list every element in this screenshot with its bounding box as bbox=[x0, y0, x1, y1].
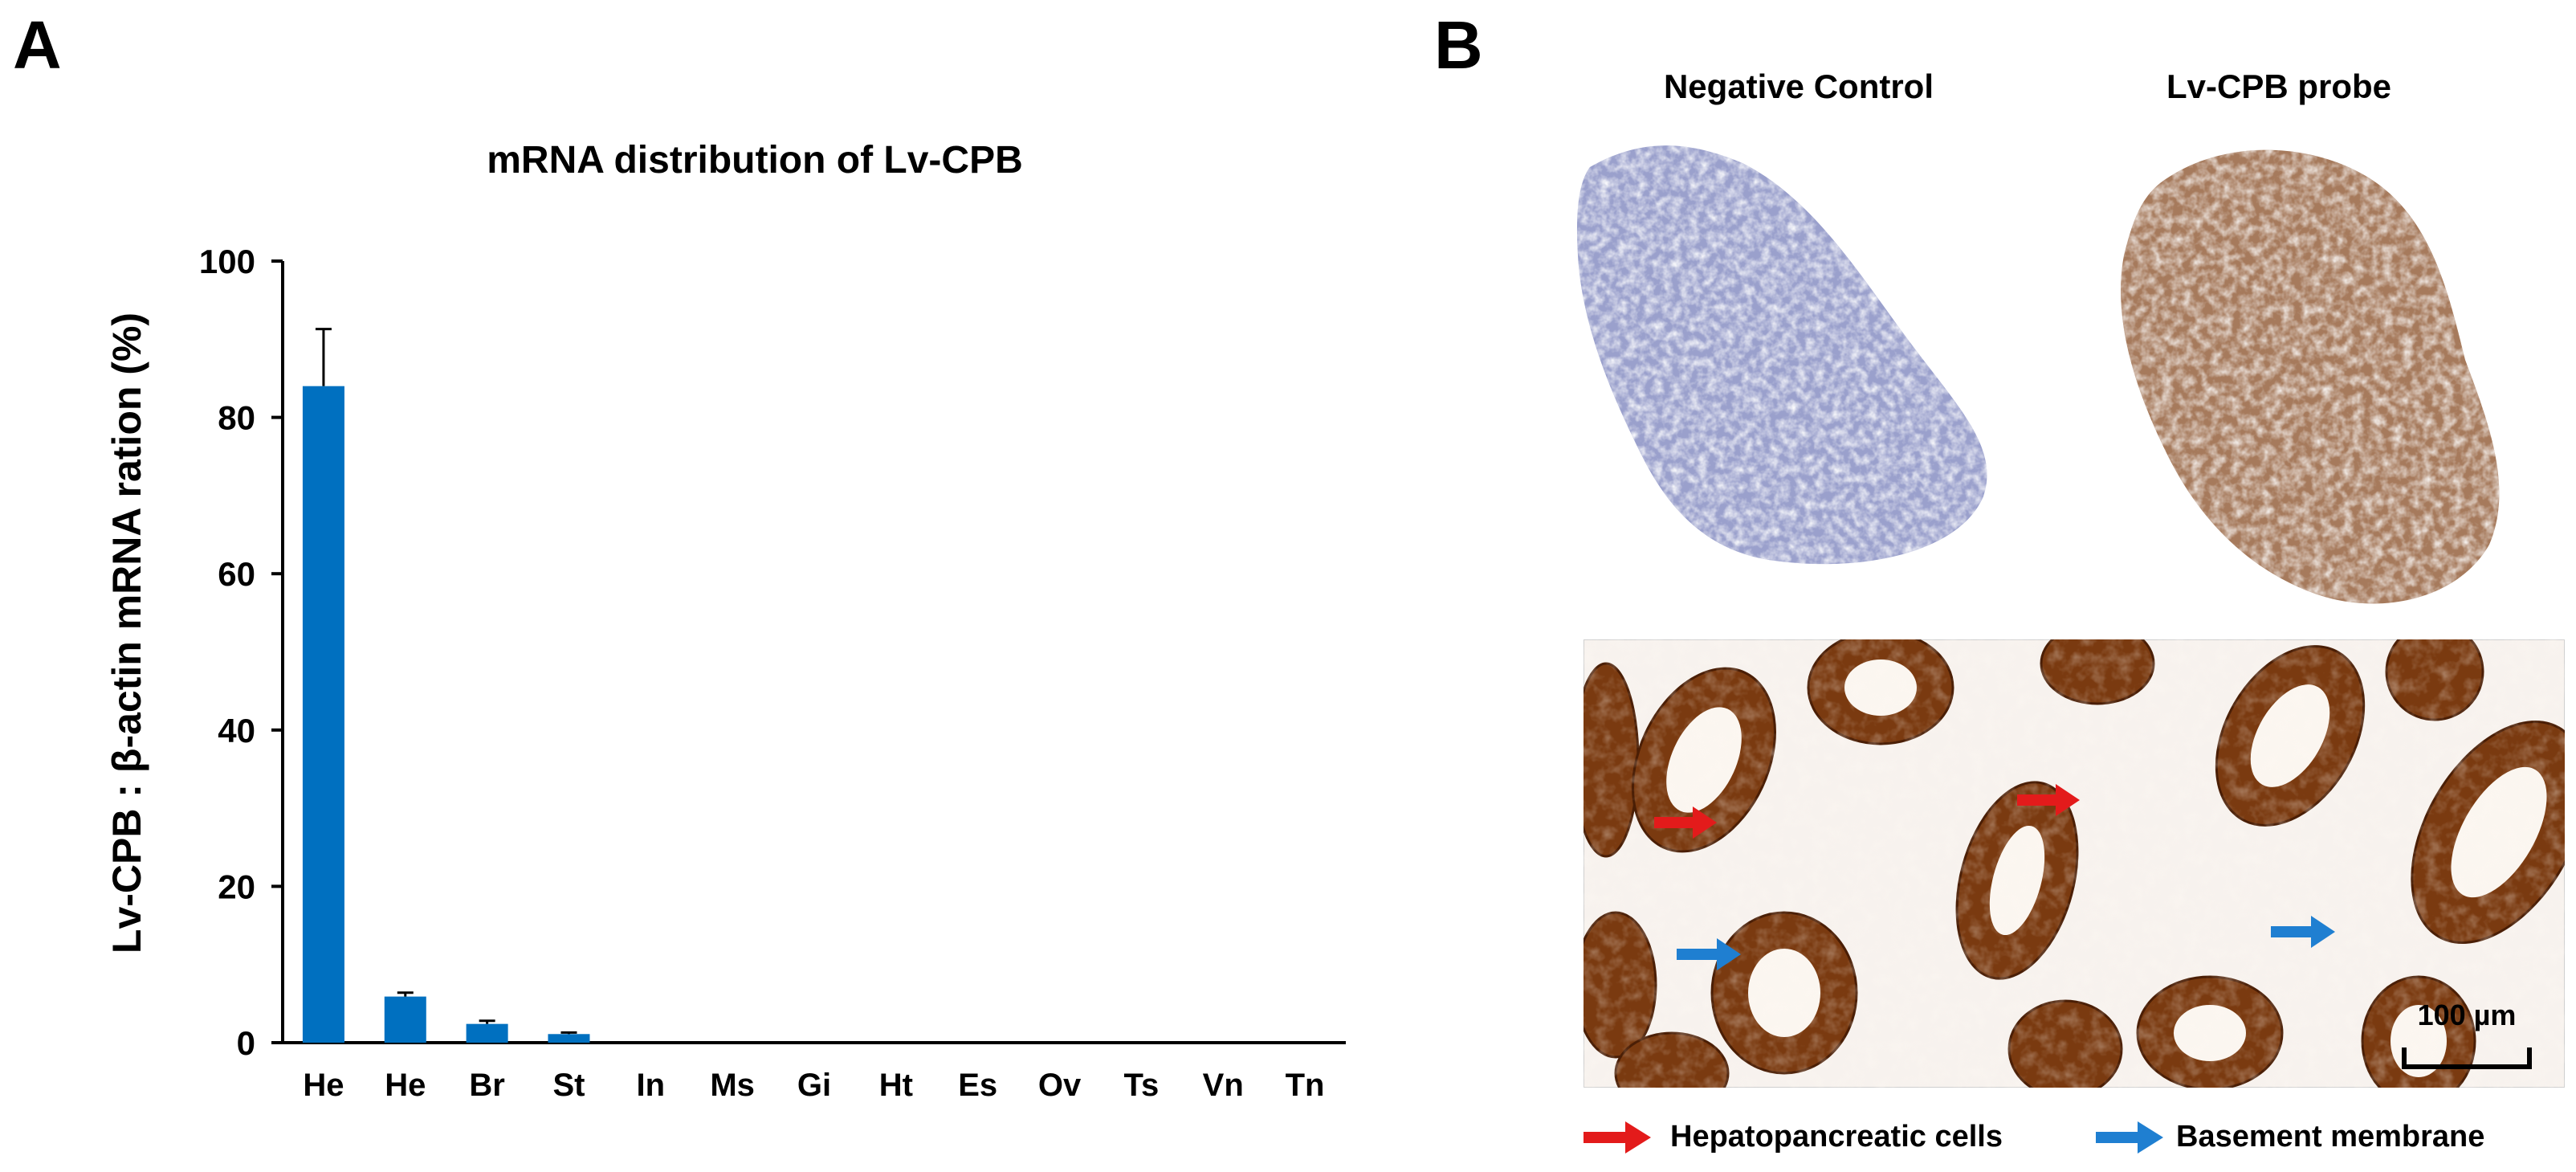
negative-control-tissue bbox=[1576, 145, 1987, 565]
chart-axes bbox=[271, 259, 1346, 1044]
blue-arrow-2 bbox=[2271, 916, 2335, 948]
blue-arrow-1 bbox=[1677, 938, 1741, 970]
x-tick-label: In bbox=[637, 1068, 666, 1103]
blue-legend-label: Basement membrane bbox=[2176, 1120, 2485, 1154]
y-tick-label: 20 bbox=[218, 868, 255, 905]
red-legend-arrow bbox=[1584, 1121, 1651, 1154]
panel-label-a: A bbox=[13, 7, 62, 83]
x-tick-label: Tn bbox=[1286, 1068, 1325, 1103]
x-tick-label: St bbox=[552, 1068, 585, 1103]
scale-bar-label: 100 µm bbox=[2418, 998, 2517, 1031]
x-tick-label: Vn bbox=[1203, 1068, 1244, 1103]
y-tick-label: 40 bbox=[218, 712, 255, 749]
red-arrow-1 bbox=[1654, 807, 1717, 839]
x-tick-label: Br bbox=[469, 1068, 504, 1103]
bar bbox=[548, 1034, 590, 1043]
probe-tissue bbox=[2121, 149, 2500, 604]
bar bbox=[466, 1023, 508, 1043]
micrograph: 100 µm bbox=[1584, 639, 2565, 1088]
x-tick-label: Ht bbox=[879, 1068, 913, 1103]
x-tick-label: He bbox=[385, 1068, 426, 1103]
probe-label: Lv-CPB probe bbox=[2166, 67, 2391, 105]
chart-bars bbox=[302, 328, 590, 1043]
y-tick-label: 60 bbox=[218, 555, 255, 593]
x-tick-label: He bbox=[303, 1068, 344, 1103]
y-tick-label: 80 bbox=[218, 399, 255, 437]
x-tick-label: Ov bbox=[1038, 1068, 1082, 1103]
y-tick-label: 100 bbox=[199, 243, 255, 280]
bar bbox=[384, 996, 426, 1043]
red-legend-label: Hepatopancreatic cells bbox=[1670, 1120, 2003, 1154]
bar bbox=[302, 386, 344, 1043]
x-tick-label: Gi bbox=[797, 1068, 831, 1103]
x-tick-label: Ts bbox=[1124, 1068, 1160, 1103]
chart-title: mRNA distribution of Lv-CPB bbox=[487, 139, 1023, 182]
x-tick-label: Es bbox=[958, 1068, 997, 1103]
y-tick-label: 0 bbox=[237, 1024, 255, 1062]
x-tick-label: Ms bbox=[710, 1068, 755, 1103]
blue-legend-arrow bbox=[2096, 1121, 2163, 1154]
scale-bar: 100 µm bbox=[2402, 998, 2532, 1069]
panel-label-b: B bbox=[1434, 7, 1483, 83]
red-arrow-2 bbox=[2017, 784, 2080, 816]
negative-control-label: Negative Control bbox=[1663, 67, 1934, 105]
